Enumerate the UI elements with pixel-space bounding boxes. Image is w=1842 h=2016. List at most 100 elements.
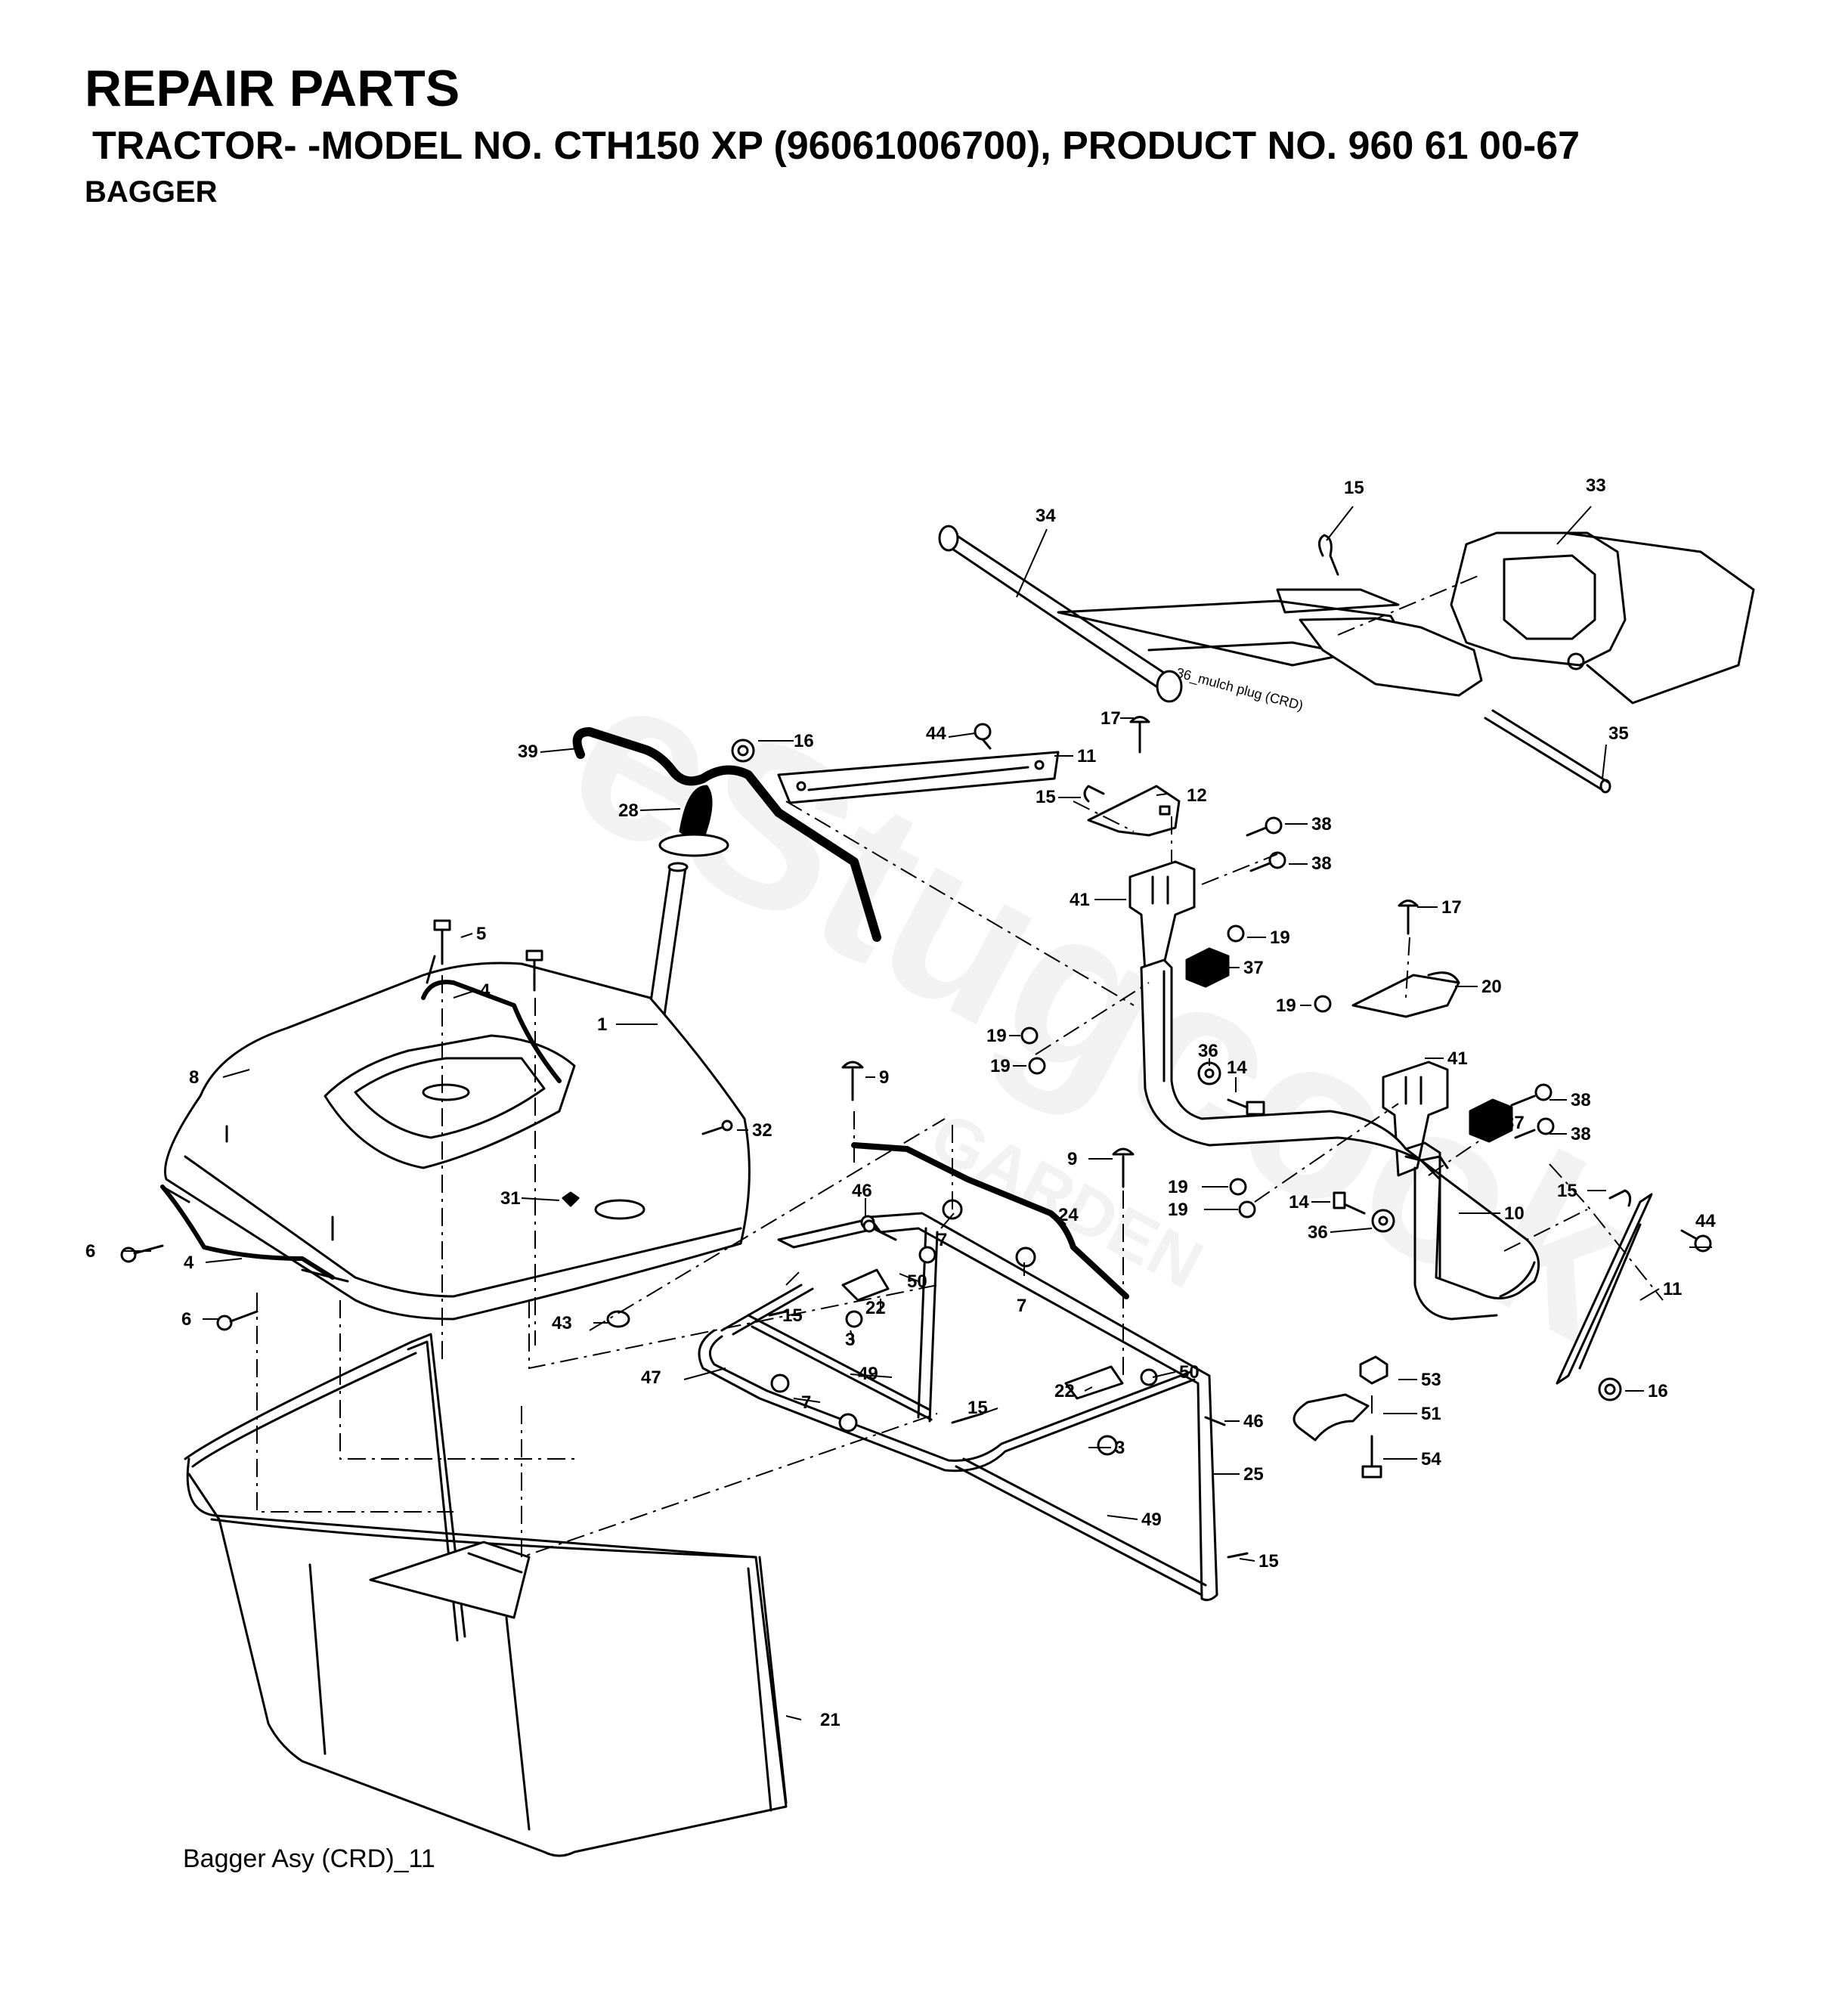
bolts-6	[120, 1244, 258, 1331]
label-8: 8	[189, 1067, 199, 1088]
label-17: 17	[1101, 708, 1121, 729]
label-37: 37	[1243, 958, 1264, 978]
bolts-14	[1227, 1098, 1366, 1215]
label-20: 20	[1481, 977, 1502, 997]
bracket-12	[1087, 785, 1181, 837]
label-4: 4	[480, 980, 491, 1001]
washers-36	[1197, 1061, 1395, 1233]
bracket-11-top	[777, 751, 1060, 804]
label-15e: 15	[1258, 1551, 1279, 1572]
label-49: 49	[858, 1364, 878, 1384]
label-19: 19	[1270, 927, 1290, 948]
bagger-rod-39	[572, 727, 881, 942]
label-12: 12	[1187, 785, 1207, 806]
rod-24	[851, 1142, 1129, 1299]
label-16b: 16	[1648, 1381, 1668, 1401]
label-35: 35	[1608, 723, 1629, 744]
nuts	[770, 1199, 1158, 1456]
pins-15	[768, 785, 1632, 1559]
label-19c: 19	[990, 1056, 1011, 1076]
label-6: 6	[85, 1241, 95, 1262]
label-19f: 19	[1168, 1200, 1188, 1220]
label-15d: 15	[967, 1398, 988, 1418]
nut-16-top	[731, 739, 755, 763]
pads-37	[1185, 947, 1513, 1143]
label-24: 24	[1058, 1205, 1079, 1225]
handle-4-top	[421, 955, 562, 1083]
label-17b: 17	[1441, 897, 1462, 918]
label-11: 11	[1077, 746, 1096, 766]
label-49b: 49	[1141, 1510, 1162, 1530]
label-22b: 22	[1054, 1381, 1075, 1401]
bolts-46	[862, 1219, 1226, 1426]
callout-labels: 15 33 34 35 17 16 44 11 12 15 39 28 38 3…	[85, 475, 1716, 1730]
screw-44-top	[974, 723, 992, 750]
label-21: 21	[820, 1710, 841, 1730]
label-51: 51	[1421, 1404, 1441, 1424]
mulch-plug-note: 36_mulch plug (CRD)	[1175, 665, 1305, 714]
brackets-22	[841, 1268, 1124, 1400]
frame-47-25	[698, 1212, 1218, 1602]
label-38d: 38	[1571, 1124, 1591, 1144]
label-53: 53	[1421, 1370, 1441, 1390]
label-36b: 36	[1308, 1222, 1328, 1243]
bolts-9	[841, 1061, 1135, 1188]
label-7c: 7	[801, 1392, 811, 1413]
label-9: 9	[879, 1067, 889, 1088]
label-15c: 15	[782, 1305, 803, 1326]
hardware-small	[562, 1119, 733, 1328]
label-39: 39	[518, 742, 538, 762]
label-15b: 15	[1036, 787, 1056, 807]
figure-caption: Bagger Asy (CRD)_11	[183, 1844, 435, 1873]
label-47: 47	[641, 1367, 661, 1388]
bracket-11-right	[1556, 1193, 1653, 1385]
label-7b: 7	[1017, 1296, 1026, 1316]
label-28: 28	[618, 801, 639, 821]
label-50b: 50	[1179, 1362, 1200, 1383]
label-10: 10	[1504, 1203, 1525, 1224]
label-3: 3	[845, 1330, 855, 1350]
label-41b: 41	[1447, 1048, 1468, 1069]
bolts-5	[433, 919, 543, 992]
label-14b: 14	[1289, 1192, 1309, 1212]
bracket-41-a	[1128, 860, 1196, 973]
label-54: 54	[1421, 1449, 1441, 1469]
mulch-plug-assembly	[938, 525, 1755, 794]
label-11b: 11	[1663, 1279, 1682, 1299]
label-33: 33	[1586, 475, 1606, 496]
hitch-hardware	[1292, 1355, 1388, 1479]
leader-lines	[123, 506, 1712, 1720]
label-31: 31	[500, 1188, 521, 1209]
label-25: 25	[1243, 1464, 1264, 1485]
bolts-38	[1246, 816, 1555, 1139]
label-4b: 4	[184, 1253, 194, 1273]
label-19e: 19	[1168, 1177, 1188, 1197]
handle-4-bottom	[160, 1185, 349, 1283]
label-15: 15	[1344, 478, 1364, 498]
label-37b: 37	[1504, 1113, 1525, 1133]
label-5: 5	[476, 924, 486, 944]
label-22: 22	[865, 1298, 886, 1318]
grip-28	[658, 785, 729, 857]
model-line: TRACTOR- -MODEL NO. CTH150 XP (960610067…	[92, 124, 1580, 168]
label-7: 7	[937, 1230, 947, 1250]
label-19b: 19	[986, 1026, 1007, 1046]
label-34: 34	[1036, 506, 1056, 526]
label-19d: 19	[1276, 996, 1296, 1016]
label-44: 44	[926, 723, 946, 744]
label-16: 16	[794, 731, 814, 751]
nuts-19	[1020, 924, 1332, 1219]
hitch-pin-15-top	[1318, 534, 1339, 576]
nut-16-right	[1598, 1377, 1622, 1401]
label-43: 43	[552, 1313, 572, 1333]
label-6b: 6	[181, 1309, 191, 1330]
label-46: 46	[852, 1181, 872, 1201]
page-title: REPAIR PARTS	[85, 60, 460, 117]
label-38b: 38	[1311, 853, 1332, 874]
label-41: 41	[1070, 890, 1090, 910]
bolt-17-a	[1129, 716, 1150, 754]
alignment-lines	[256, 574, 1664, 1559]
section-title: BAGGER	[85, 175, 218, 209]
bag-21	[184, 1333, 788, 1857]
